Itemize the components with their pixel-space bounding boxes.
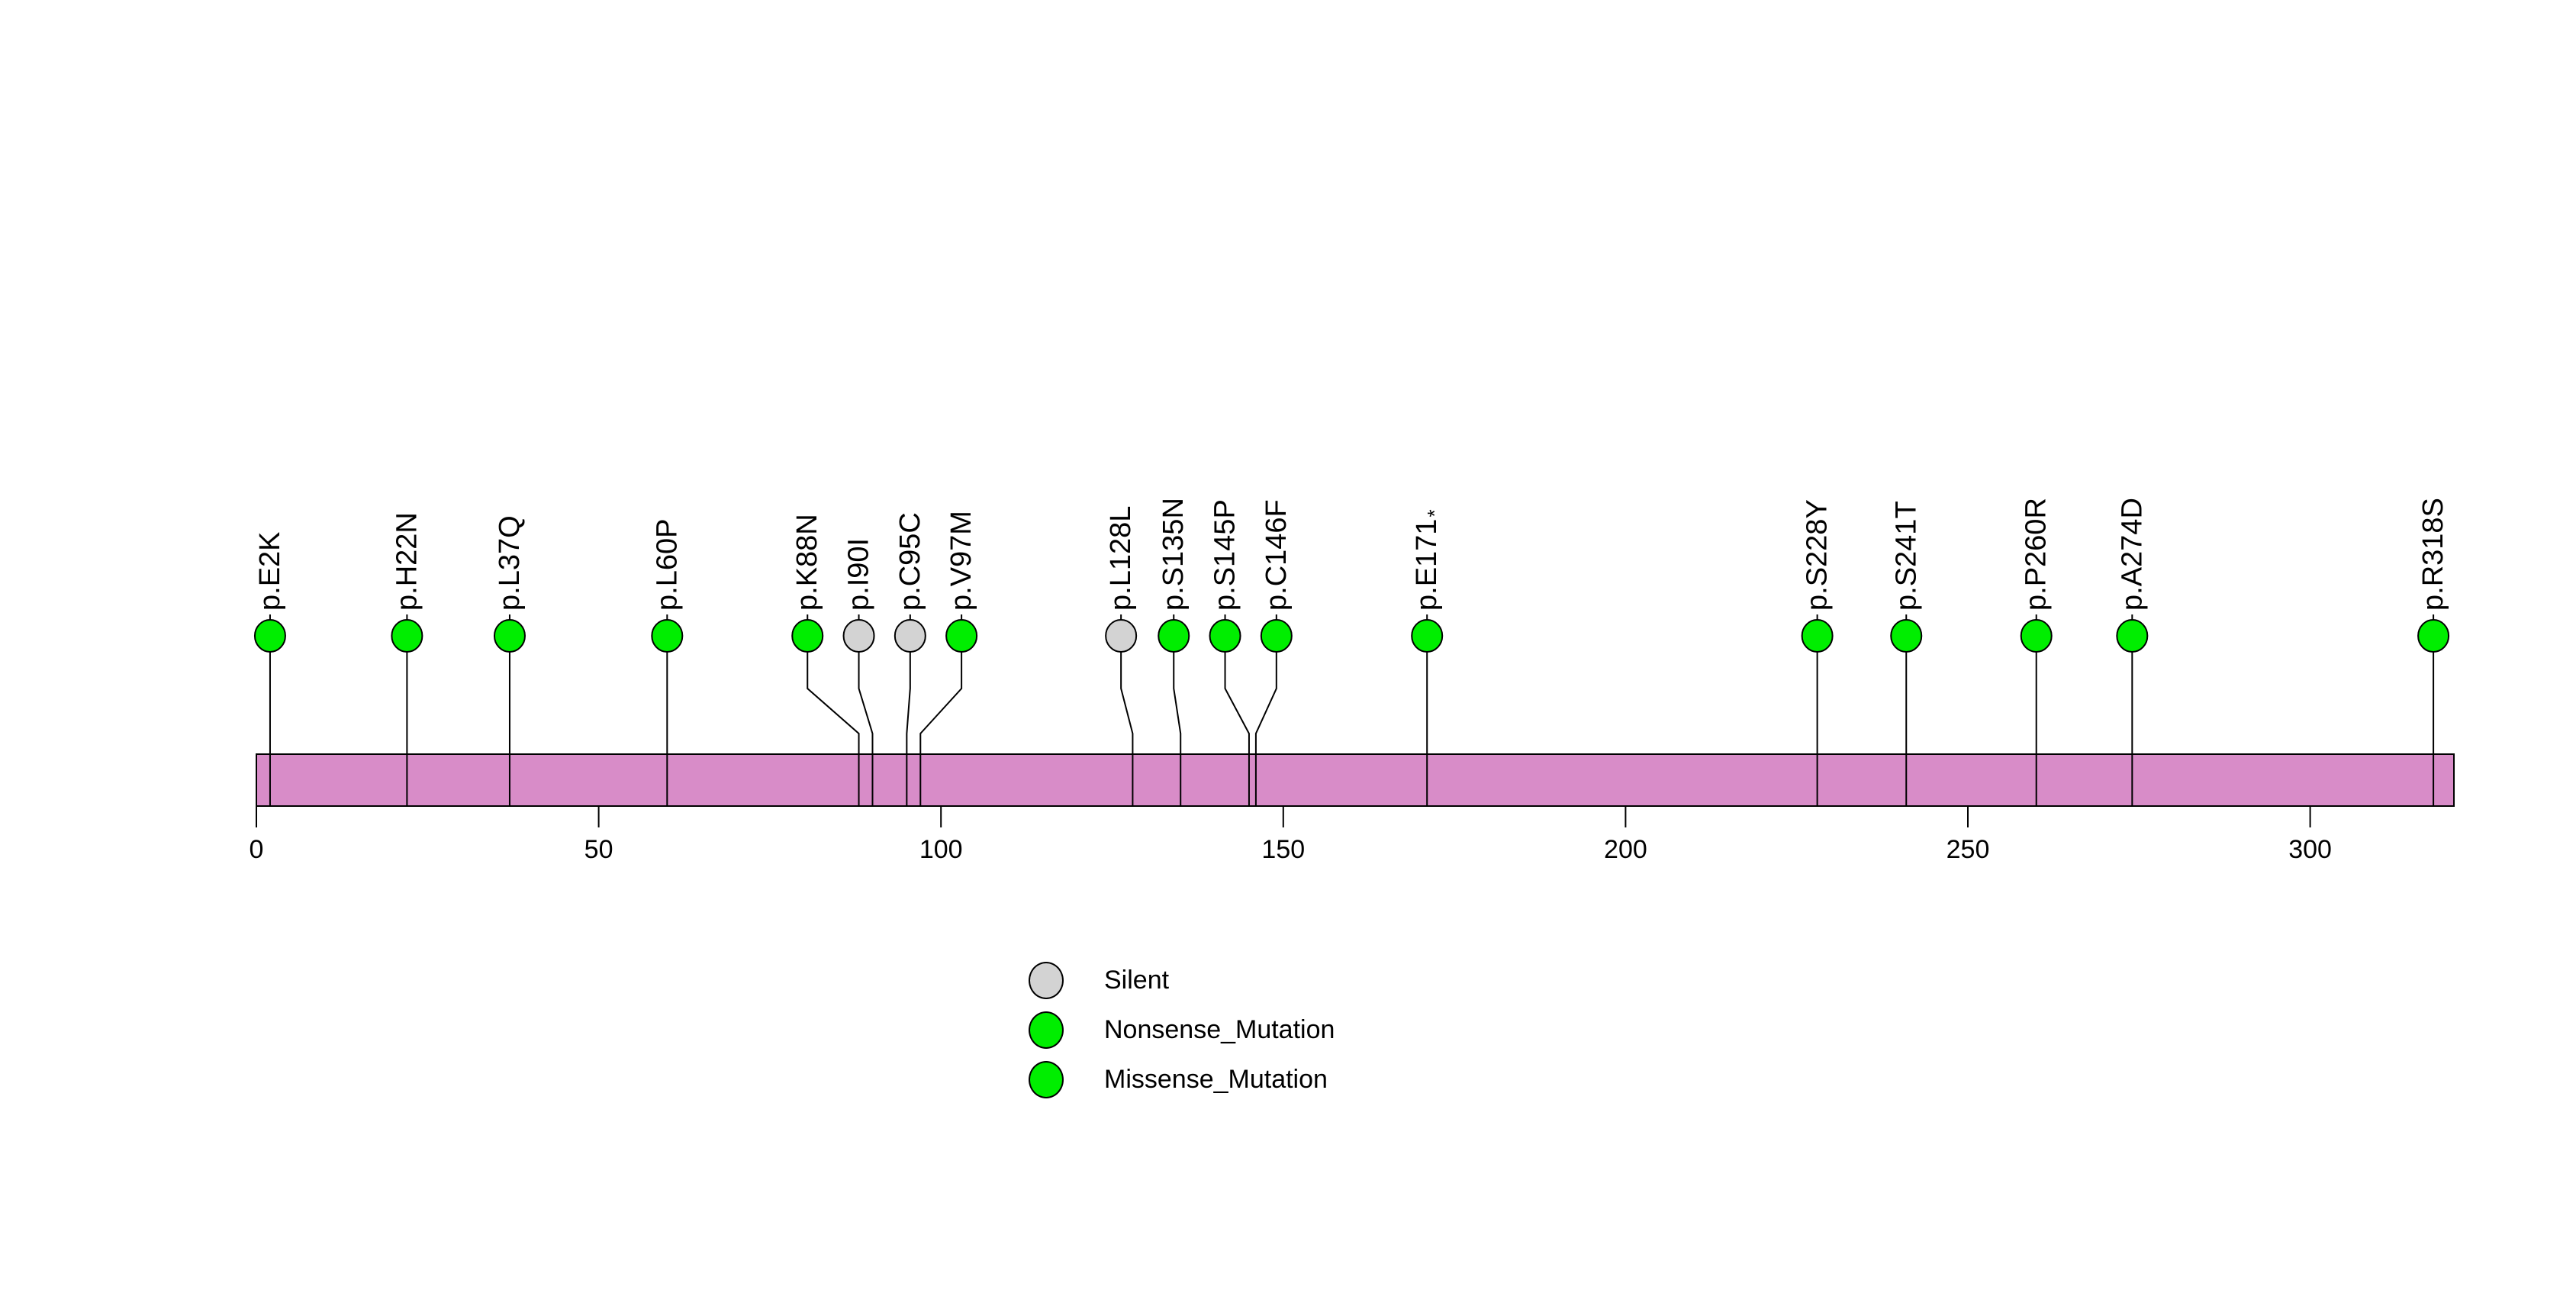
mutation-lollipop-circle [894, 619, 926, 653]
legend-item-nonsense-mutation: Nonsense_Mutation [1029, 1005, 1335, 1055]
mutation-lollipop-circle [391, 619, 423, 653]
x-axis-tick-label: 50 [584, 835, 613, 864]
mutation-label: p.V97M [945, 511, 977, 611]
mutation-label: p.A274D [2116, 498, 2148, 611]
mutation-lollipop-circle [1890, 619, 1923, 653]
legend-label-missense-mutation: Missense_Mutation [1104, 1065, 1328, 1094]
mutation-label: p.S228Y [1802, 499, 1834, 611]
mutation-label: p.P260R [2021, 498, 2053, 611]
mutation-label: p.C146F [1261, 499, 1293, 611]
x-axis-tick-label: 250 [1946, 835, 1990, 864]
x-axis-tick-label: 300 [2288, 835, 2332, 864]
mutation-lollipop-circle [945, 619, 978, 653]
mutation-lollipop-circle [2116, 619, 2149, 653]
mutation-label: p.L128L [1105, 506, 1137, 611]
legend-item-missense-mutation: Missense_Mutation [1029, 1055, 1335, 1105]
legend-item-silent: Silent [1029, 956, 1335, 1005]
mutation-label: p.E171* [1411, 509, 1446, 611]
mutation-type-legend: Silent Nonsense_Mutation Missense_Mutati… [1029, 956, 1335, 1105]
legend-label-silent: Silent [1104, 966, 1170, 995]
mutation-lollipop-circle [1105, 619, 1138, 653]
mutation-label: p.L37Q [494, 515, 526, 611]
mutation-label: p.R318S [2417, 498, 2449, 611]
stop-codon-asterisk: * [1423, 509, 1446, 517]
x-axis-tick-label: 150 [1261, 835, 1305, 864]
missense-mutation-circle-icon [1029, 1061, 1064, 1098]
silent-circle-icon [1029, 962, 1064, 999]
nonsense-mutation-circle-icon [1029, 1011, 1064, 1049]
x-axis-tick-label: 200 [1604, 835, 1647, 864]
mutation-label: p.C95C [894, 512, 926, 611]
mutation-lollipop-circle [2020, 619, 2053, 653]
protein-backbone [256, 753, 2455, 807]
mutation-label: p.L60P [651, 519, 683, 611]
mutation-lollipop-circle [1801, 619, 1834, 653]
mutation-label: p.S145P [1209, 499, 1241, 611]
mutation-label: p.I90I [843, 538, 875, 611]
x-axis-tick-label: 100 [919, 835, 963, 864]
mutation-lollipop-circle [1209, 619, 1241, 653]
legend-label-nonsense-mutation: Nonsense_Mutation [1104, 1015, 1335, 1044]
mutation-label: p.K88N [791, 514, 823, 611]
mutation-label: p.S241T [1890, 501, 1922, 611]
mutation-lollipop-circle [842, 619, 875, 653]
mutation-label: p.E2K [254, 531, 286, 611]
mutation-lollipop-circle [791, 619, 824, 653]
mutation-lollipop-circle [493, 619, 526, 653]
mutation-lollipop-circle [2417, 619, 2450, 653]
mutation-lollipop-circle [1158, 619, 1190, 653]
mutation-lollipop-circle [651, 619, 684, 653]
x-axis-tick-label: 0 [250, 835, 264, 864]
mutation-label: p.H22N [391, 512, 423, 611]
mutation-lollipop-circle [253, 619, 286, 653]
mutation-lollipop-circle [1260, 619, 1293, 653]
mutation-lollipop-circle [1411, 619, 1444, 653]
mutation-label: p.S135N [1158, 498, 1190, 611]
